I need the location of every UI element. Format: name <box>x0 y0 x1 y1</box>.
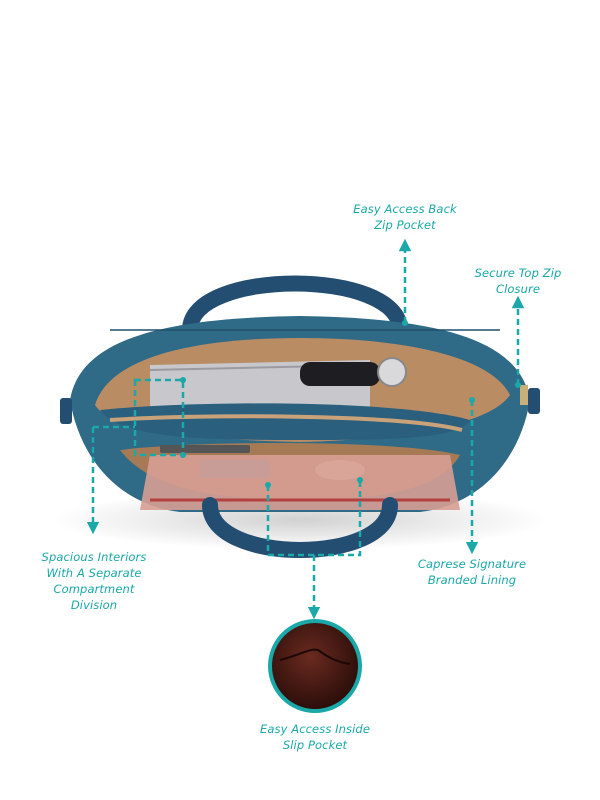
callout-inside-slip-pocket: Easy Access Inside Slip Pocket <box>252 721 378 753</box>
callout-line: Slip Pocket <box>282 738 348 752</box>
callout-line: Branded Lining <box>427 573 517 587</box>
front-handle <box>202 497 398 558</box>
bag-body <box>60 316 540 512</box>
callout-lines <box>86 238 525 620</box>
callout-spacious-interiors: Spacious Interiors With A Separate Compa… <box>32 549 156 613</box>
callout-line: Spacious Interiors <box>41 550 147 564</box>
callout-top-zip-closure: Secure Top Zip Closure <box>462 265 574 297</box>
callout-line: Zip Pocket <box>374 218 436 232</box>
callout-line: Secure Top Zip <box>474 266 562 280</box>
back-handle <box>182 275 408 338</box>
slip-pocket-inset <box>268 619 362 713</box>
callout-line: Division <box>70 598 118 612</box>
callout-line: With A Separate <box>46 566 142 580</box>
callout-dots <box>180 320 521 488</box>
callout-line: Easy Access Inside <box>259 722 371 736</box>
callout-branded-lining: Caprese Signature Branded Lining <box>410 556 534 588</box>
callout-line: Closure <box>495 282 541 296</box>
spacious-interiors-box <box>133 378 185 457</box>
callout-line: Caprese Signature <box>417 557 527 571</box>
callout-back-zip-pocket: Easy Access Back Zip Pocket <box>345 201 465 233</box>
callout-line: Easy Access Back <box>353 202 457 216</box>
callout-line: Compartment <box>53 582 135 596</box>
